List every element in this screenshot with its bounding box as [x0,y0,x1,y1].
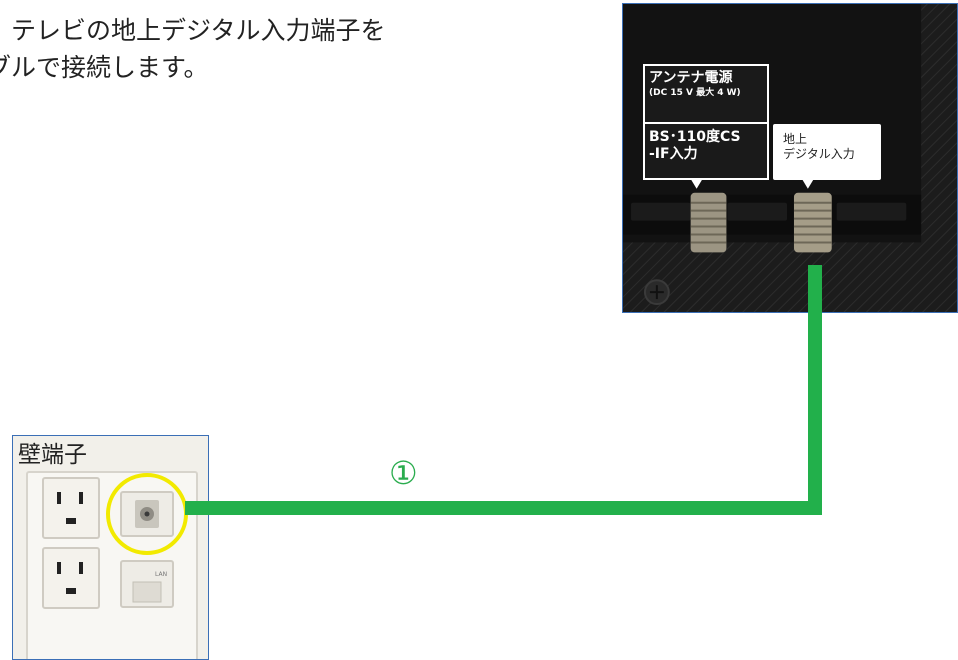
terrestrial-label-line2: デジタル入力 [783,147,855,161]
antenna-power-spec: (DC 15 V 最大 4 W) [649,88,741,98]
lan-jack [120,560,174,608]
bs-cs-connector [690,192,727,253]
bs-cs-label-line1: BS･110度CS [649,129,741,145]
antenna-power-title: アンテナ電源 [649,70,733,86]
cable-number-label: ① [389,454,418,492]
terrestrial-digital-input-label: 地上 デジタル入力 [773,124,881,180]
lan-label: LAN [155,571,167,578]
power-outlet-lower [42,547,100,609]
tv-panel-illustration [623,4,957,312]
wall-terminal-label: 壁端子 [18,442,87,468]
tv-back-panel-photo: アンテナ電源 (DC 15 V 最大 4 W) BS･110度CS -IF入力 … [622,3,958,313]
terrestrial-connector [793,192,832,253]
antenna-power-label: アンテナ電源 (DC 15 V 最大 4 W) [643,64,769,124]
bs-cs-input-label: BS･110度CS -IF入力 [643,122,769,180]
instruction-text: 、テレビの地上デジタル入力端子を ブルで接続します。 [0,12,386,86]
bs-cs-label-line2: -IF入力 [649,146,698,162]
instruction-line-1: 、テレビの地上デジタル入力端子を [0,16,386,45]
wall-outlet-photo: LAN 壁端子 [12,435,209,660]
textured-bottom [623,242,957,312]
power-outlet-upper [42,477,100,539]
terrestrial-label-line1: 地上 [783,132,808,146]
wall-plate-illustration: LAN [13,436,208,659]
instruction-line-2: ブルで接続します。 [0,53,209,82]
antenna-terminal [120,491,174,537]
